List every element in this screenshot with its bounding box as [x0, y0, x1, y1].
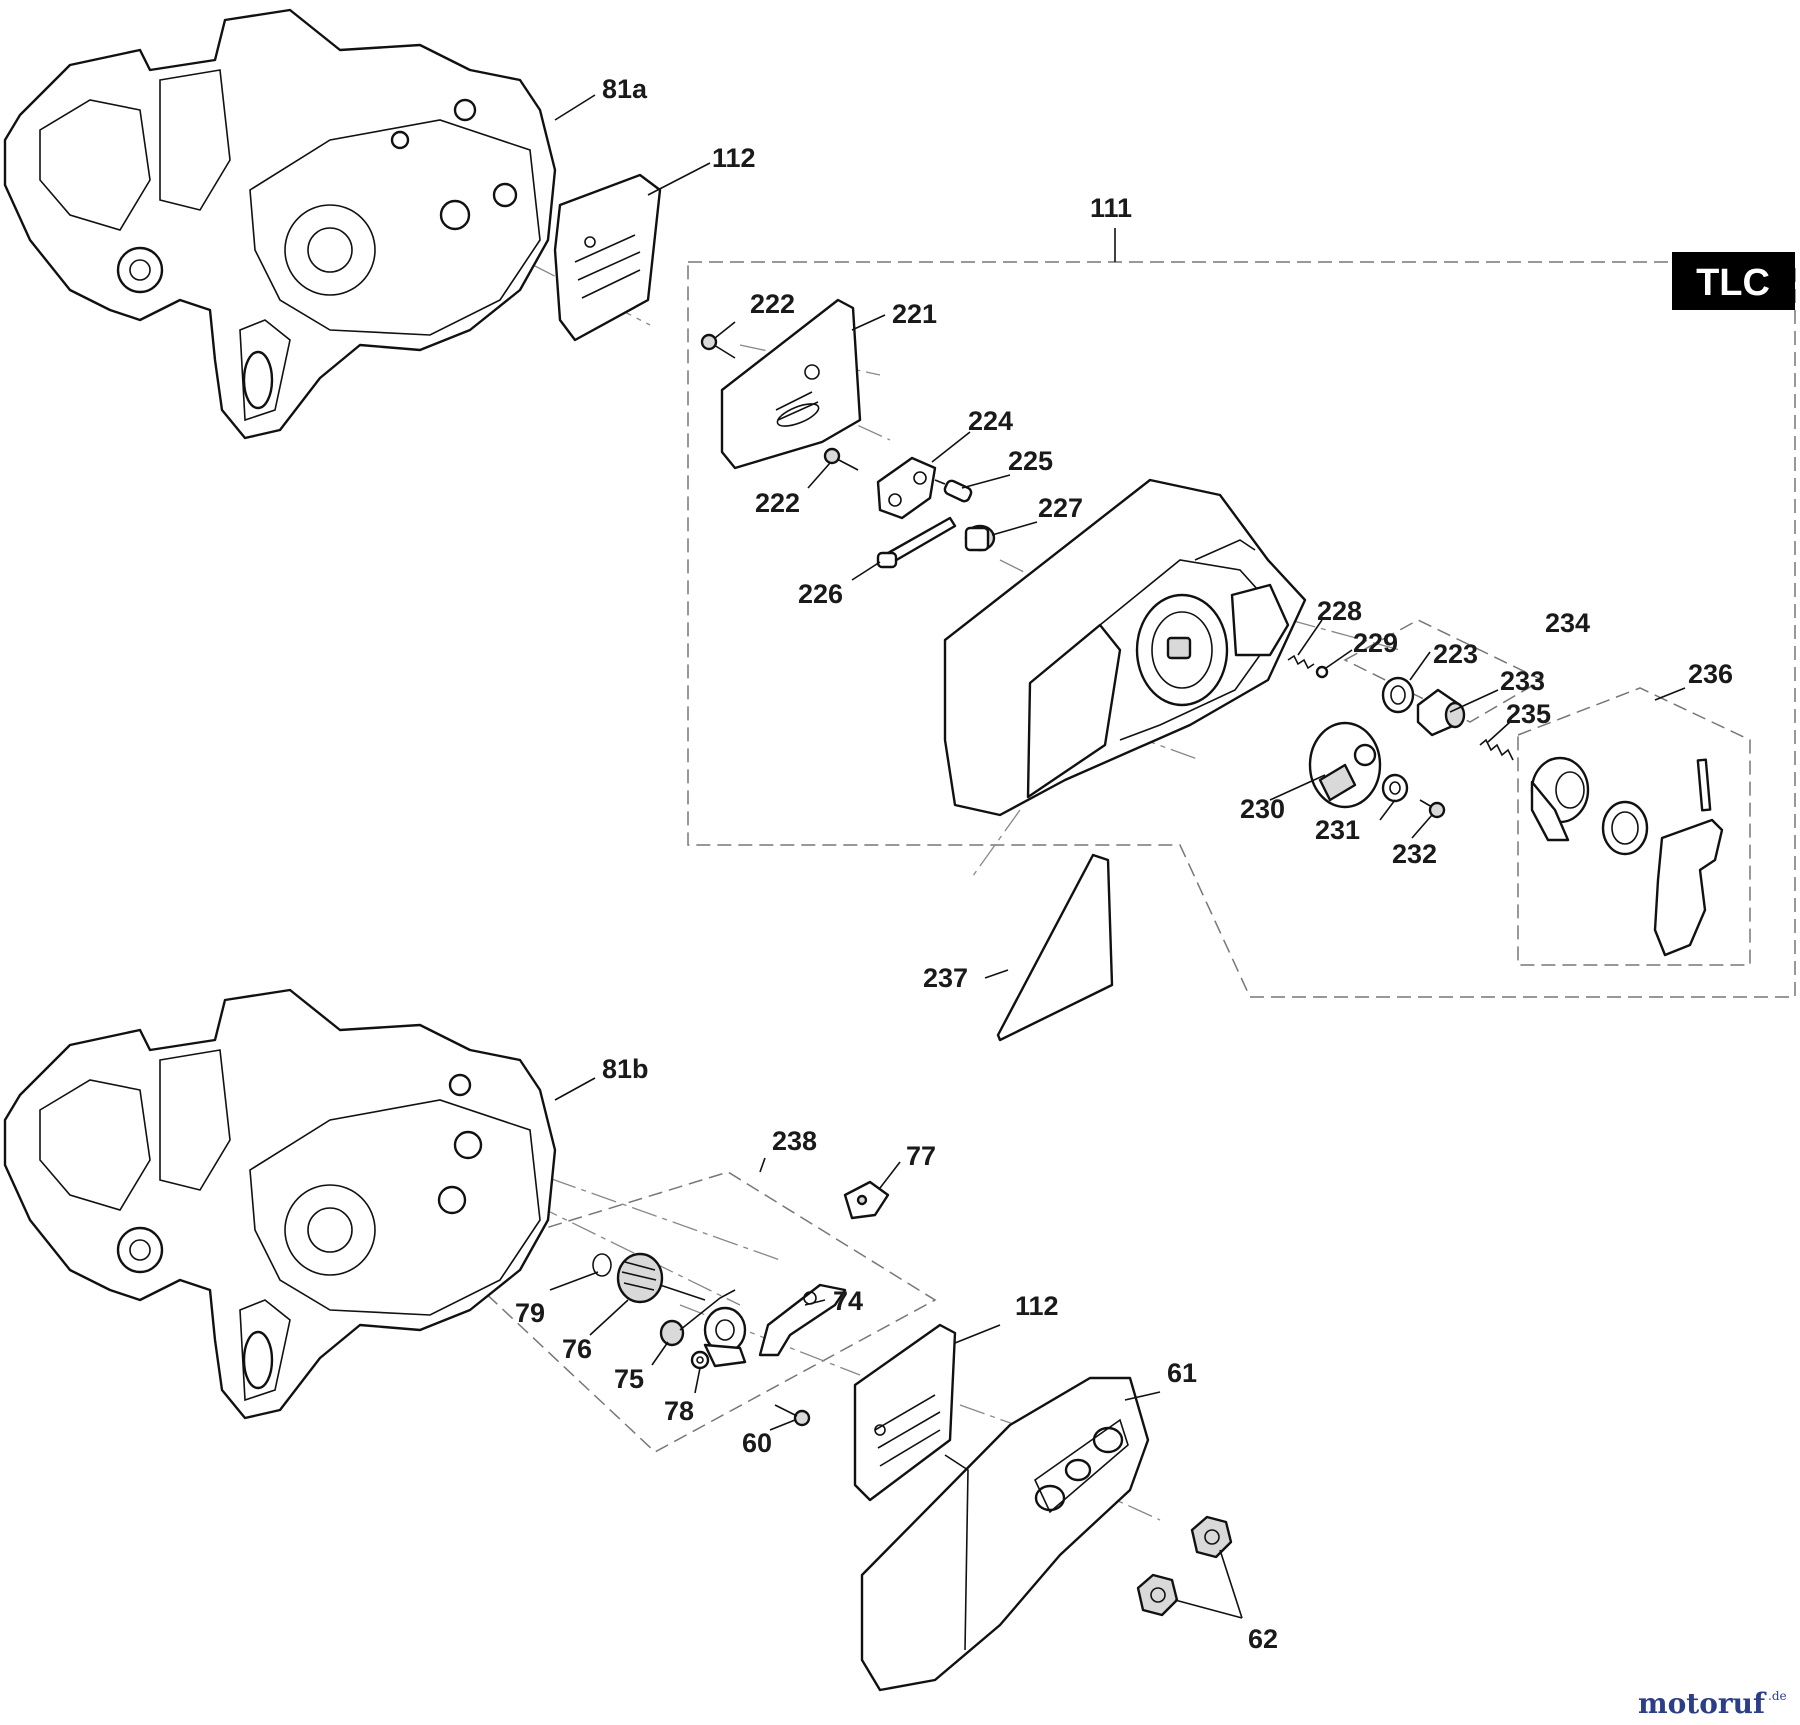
group-238-boundary [446, 1171, 937, 1453]
logo-text: motoruf [1638, 1687, 1767, 1720]
label-77: 77 [906, 1141, 936, 1171]
oil-pump-drive-75 [659, 1289, 736, 1347]
logo-suffix: .de [1768, 1689, 1787, 1703]
label-229: 229 [1353, 628, 1398, 658]
screw-222-lower [823, 447, 859, 471]
crankcase-81b [3, 988, 557, 1420]
label-233: 233 [1500, 666, 1545, 696]
worm-gear-76 [616, 1252, 706, 1304]
guide-plate-112-bottom [853, 1323, 957, 1502]
label-222-lower: 222 [755, 488, 800, 518]
label-224: 224 [968, 406, 1013, 436]
label-111: 111 [1090, 193, 1132, 223]
washer-231 [1381, 773, 1409, 803]
label-228: 228 [1317, 596, 1362, 626]
pin-225 [934, 479, 973, 503]
label-112-top: 112 [712, 143, 756, 173]
tension-screw-226 [876, 516, 957, 569]
crankcase-81a [3, 8, 557, 440]
group-236-boundary [1517, 687, 1751, 966]
washer-223 [1381, 676, 1415, 714]
tensioner-assembly-236 [1530, 756, 1724, 957]
guide-plate-221 [720, 298, 862, 470]
group-234-boundary [1343, 619, 1544, 723]
screw-232 [1419, 799, 1446, 819]
motoruf-logo: motoruf .de [1638, 1687, 1787, 1720]
tlc-badge: TLC [1672, 252, 1795, 310]
label-223: 223 [1433, 639, 1478, 669]
washer-78 [690, 1350, 710, 1370]
label-76: 76 [562, 1334, 592, 1364]
nut-233 [1416, 688, 1466, 737]
label-79: 79 [515, 1298, 545, 1328]
guide-plate-112-top [553, 173, 662, 342]
label-238: 238 [772, 1126, 817, 1156]
tensioner-plate-224 [876, 456, 937, 520]
ball-229 [1315, 665, 1329, 679]
oil-pump-housing [703, 1306, 747, 1368]
label-230: 230 [1240, 794, 1285, 824]
label-61: 61 [1167, 1358, 1197, 1388]
label-81b: 81b [602, 1054, 649, 1084]
label-236: 236 [1688, 659, 1733, 689]
sprocket-cover-61 [860, 1376, 1150, 1692]
label-235: 235 [1506, 699, 1551, 729]
label-75: 75 [614, 1364, 644, 1394]
bracket-74 [758, 1283, 847, 1357]
label-78: 78 [664, 1396, 694, 1426]
label-81a: 81a [602, 74, 648, 104]
leader-lines [549, 94, 1686, 1619]
knob-230 [1308, 721, 1382, 809]
nut-227 [964, 524, 996, 552]
label-237: 237 [923, 963, 968, 993]
label-222-upper: 222 [750, 289, 795, 319]
label-226: 226 [798, 579, 843, 609]
spring-235 [1479, 738, 1514, 761]
label-112-bottom: 112 [1015, 1291, 1059, 1321]
label-231: 231 [1315, 815, 1360, 845]
nut-62-left [1136, 1573, 1179, 1617]
label-232: 232 [1392, 839, 1437, 869]
spring-228 [1287, 654, 1315, 670]
label-60: 60 [742, 1428, 772, 1458]
assembly-centerlines [454, 224, 1401, 1521]
screw-222-upper [700, 333, 736, 359]
cover-insert-237 [996, 853, 1114, 1042]
screw-60 [774, 1404, 811, 1427]
label-62: 62 [1248, 1624, 1278, 1654]
tlc-badge-text: TLC [1696, 262, 1770, 304]
label-74: 74 [833, 1286, 863, 1316]
clip-77 [843, 1180, 890, 1220]
circlip-79 [592, 1253, 612, 1277]
sprocket-cover-tlc [943, 478, 1307, 817]
label-227: 227 [1038, 493, 1083, 523]
label-221: 221 [892, 299, 937, 329]
part-labels: 81a 112 111 222 221 224 225 222 227 226 … [515, 74, 1733, 1654]
label-225: 225 [1008, 446, 1053, 476]
label-234: 234 [1545, 608, 1590, 638]
group-111-boundary [687, 261, 1796, 998]
nut-62-right [1190, 1515, 1233, 1559]
